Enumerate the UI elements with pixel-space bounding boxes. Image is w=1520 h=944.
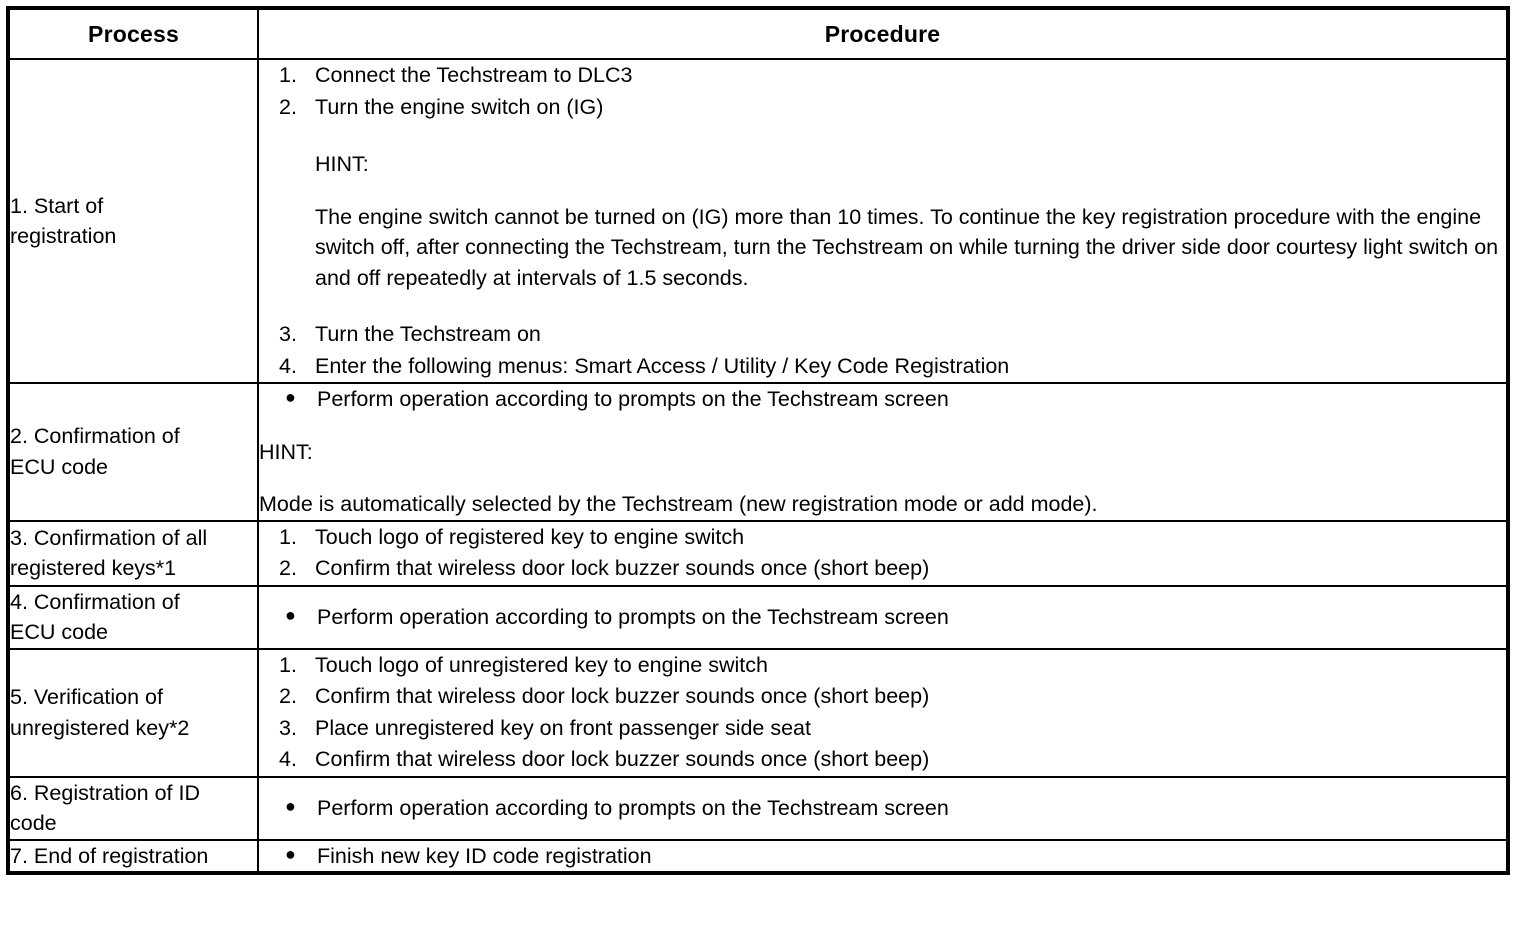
- hint-block: HINT: The engine switch cannot be turned…: [259, 149, 1506, 293]
- process-line: 5. Verification of: [10, 685, 163, 710]
- process-line: 7. End of registration: [10, 843, 209, 868]
- process-cell-4: 4. Confirmation of ECU code: [7, 584, 259, 650]
- process-line: 4. Confirmation of: [10, 589, 180, 614]
- column-header-procedure: Procedure: [257, 7, 1509, 60]
- table-row: 7. End of registration ● Finish new key …: [7, 838, 1509, 875]
- list-text: Confirm that wireless door lock buzzer s…: [315, 684, 930, 709]
- bullet-icon: ●: [285, 604, 296, 625]
- list-item: 2. Confirm that wireless door lock buzze…: [259, 553, 1506, 584]
- table-row: 3. Confirmation of all registered keys*1…: [7, 519, 1509, 587]
- table-row: 1. Start of registration 1. Connect the …: [7, 57, 1509, 385]
- list-number: 3.: [279, 715, 297, 740]
- process-cell-6: 6. Registration of ID code: [7, 775, 259, 841]
- process-line: registration: [10, 224, 117, 249]
- key-registration-procedure-table: Process Procedure 1. Start of registrati…: [6, 6, 1510, 876]
- hint-block: HINT: Mode is automatically selected by …: [259, 437, 1506, 520]
- list-text: Confirm that wireless door lock buzzer s…: [315, 556, 930, 581]
- list-number: 1.: [279, 63, 297, 87]
- table-header: Process Procedure: [7, 7, 1509, 60]
- process-line: unregistered key*2: [10, 715, 190, 740]
- hint-body: Mode is automatically selected by the Te…: [259, 492, 1098, 517]
- process-line: 3. Confirmation of all: [10, 525, 208, 550]
- list-text: Turn the Techstream on: [315, 322, 541, 347]
- list-number: 4.: [279, 747, 297, 772]
- spacer: [259, 293, 1506, 319]
- process-cell-3: 3. Confirmation of all registered keys*1: [7, 519, 259, 587]
- column-header-process: Process: [7, 7, 259, 60]
- hint-label: HINT:: [315, 152, 369, 177]
- process-line: 2. Confirmation of: [10, 424, 180, 449]
- list-number: 3.: [279, 322, 297, 347]
- list-text: Connect the Techstream to DLC3: [315, 63, 633, 87]
- list-text: Touch logo of registered key to engine s…: [315, 524, 745, 549]
- bullet-icon: ●: [285, 843, 296, 864]
- procedure-cell-3: 1. Touch logo of registered key to engin…: [257, 519, 1509, 587]
- spacer: [259, 123, 1506, 149]
- process-line: 6. Registration of ID: [10, 780, 201, 805]
- procedure-cell-7: ● Finish new key ID code registration: [257, 838, 1509, 875]
- process-cell-1: 1. Start of registration: [7, 57, 259, 385]
- spacer: [315, 180, 1506, 202]
- process-cell-7: 7. End of registration: [7, 838, 259, 875]
- process-line: registered keys*1: [10, 556, 177, 581]
- process-line: ECU code: [10, 620, 108, 645]
- list-text: Touch logo of unregistered key to engine…: [315, 652, 768, 677]
- list-item: 1. Touch logo of registered key to engin…: [259, 522, 1506, 553]
- list-number: 2.: [279, 684, 297, 709]
- bullet-icon: ●: [285, 796, 296, 817]
- list-number: 2.: [279, 94, 297, 119]
- table-row: 5. Verification of unregistered key*2 1.…: [7, 647, 1509, 778]
- list-item: 3. Place unregistered key on front passe…: [259, 713, 1506, 744]
- list-text: Turn the engine switch on (IG): [315, 94, 604, 119]
- list-item: 4. Confirm that wireless door lock buzze…: [259, 744, 1506, 775]
- table-row: 2. Confirmation of ECU code ● Perform op…: [7, 382, 1509, 522]
- list-item: 2. Confirm that wireless door lock buzze…: [259, 681, 1506, 712]
- list-text: Confirm that wireless door lock buzzer s…: [315, 747, 930, 772]
- procedure-cell-5: 1. Touch logo of unregistered key to eng…: [257, 647, 1509, 778]
- procedure-cell-4: ● Perform operation according to prompts…: [257, 584, 1509, 650]
- spacer: [259, 415, 1506, 437]
- table-body: 1. Start of registration 1. Connect the …: [7, 57, 1509, 875]
- bullet-text: Perform operation according to prompts o…: [317, 604, 949, 629]
- list-item: 1. Touch logo of unregistered key to eng…: [259, 650, 1506, 681]
- header-row: Process Procedure: [7, 7, 1509, 60]
- process-line: ECU code: [10, 454, 108, 479]
- hint-body: The engine switch cannot be turned on (I…: [315, 204, 1499, 290]
- bullet-item: ● Finish new key ID code registration: [259, 841, 1506, 872]
- list-number: 4.: [279, 353, 297, 378]
- list-item: 3. Turn the Techstream on: [259, 319, 1506, 350]
- bullet-text: Perform operation according to prompts o…: [317, 387, 949, 412]
- list-number: 1.: [279, 652, 297, 677]
- table-row: 6. Registration of ID code ● Perform ope…: [7, 775, 1509, 841]
- process-cell-5: 5. Verification of unregistered key*2: [7, 647, 259, 778]
- bullet-item: ● Perform operation according to prompts…: [259, 602, 1506, 633]
- list-number: 1.: [279, 524, 297, 549]
- procedure-cell-6: ● Perform operation according to prompts…: [257, 775, 1509, 841]
- procedure-cell-2: ● Perform operation according to prompts…: [257, 382, 1509, 522]
- hint-label: HINT:: [259, 439, 313, 464]
- spacer: [259, 467, 1506, 489]
- process-line: 1. Start of: [10, 193, 104, 218]
- bullet-item: ● Perform operation according to prompts…: [259, 793, 1506, 824]
- list-item: 4. Enter the following menus: Smart Acce…: [259, 351, 1506, 382]
- bullet-text: Finish new key ID code registration: [317, 843, 652, 868]
- bullet-item: ● Perform operation according to prompts…: [259, 384, 1506, 415]
- procedure-cell-1: 1. Connect the Techstream to DLC3 2. Tur…: [257, 57, 1509, 385]
- process-cell-2: 2. Confirmation of ECU code: [7, 382, 259, 522]
- list-number: 2.: [279, 556, 297, 581]
- bullet-icon: ●: [285, 387, 296, 408]
- bullet-text: Perform operation according to prompts o…: [317, 796, 949, 821]
- list-item: 2. Turn the engine switch on (IG): [259, 92, 1506, 123]
- table-row: 4. Confirmation of ECU code ● Perform op…: [7, 584, 1509, 650]
- list-text: Enter the following menus: Smart Access …: [315, 353, 1010, 378]
- process-line: code: [10, 811, 57, 836]
- list-item: 1. Connect the Techstream to DLC3: [259, 60, 1506, 91]
- list-text: Place unregistered key on front passenge…: [315, 715, 811, 740]
